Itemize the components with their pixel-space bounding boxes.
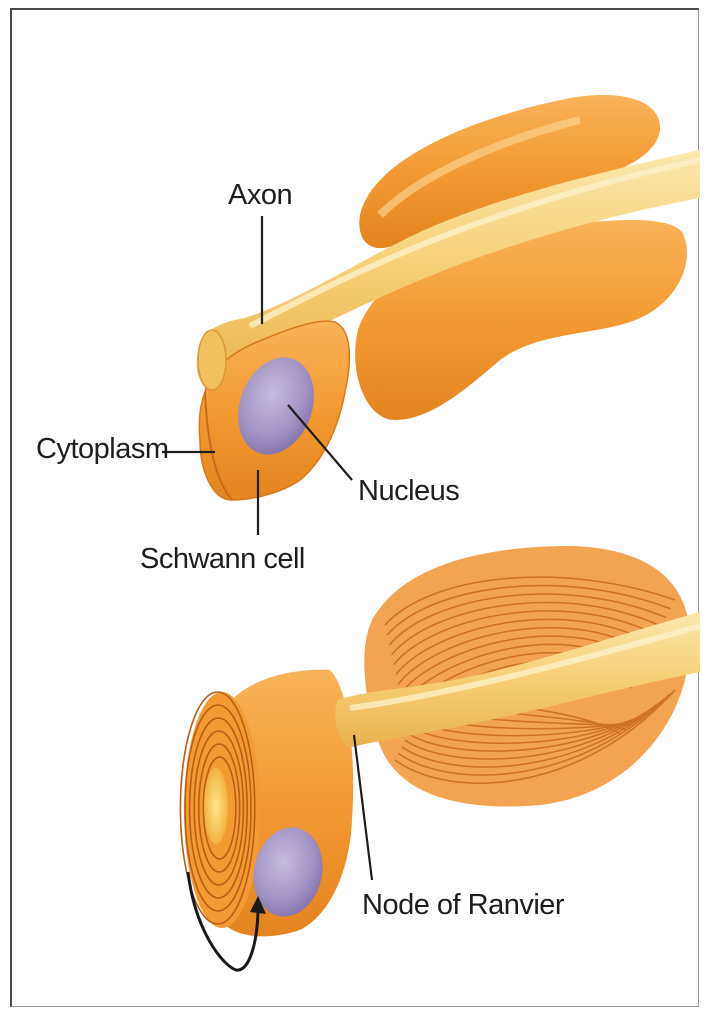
- node-of-ranvier-label: Node of Ranvier: [362, 889, 565, 921]
- label-cytoplasm: Cytoplasm: [36, 433, 215, 465]
- schwann-cell-label: Schwann cell: [140, 543, 305, 575]
- nucleus-label: Nucleus: [358, 475, 459, 507]
- cytoplasm-label: Cytoplasm: [36, 433, 169, 465]
- axon-label: Axon: [228, 179, 292, 211]
- top-schwann-cell-group: [197, 95, 700, 500]
- label-axon: Axon: [228, 179, 292, 324]
